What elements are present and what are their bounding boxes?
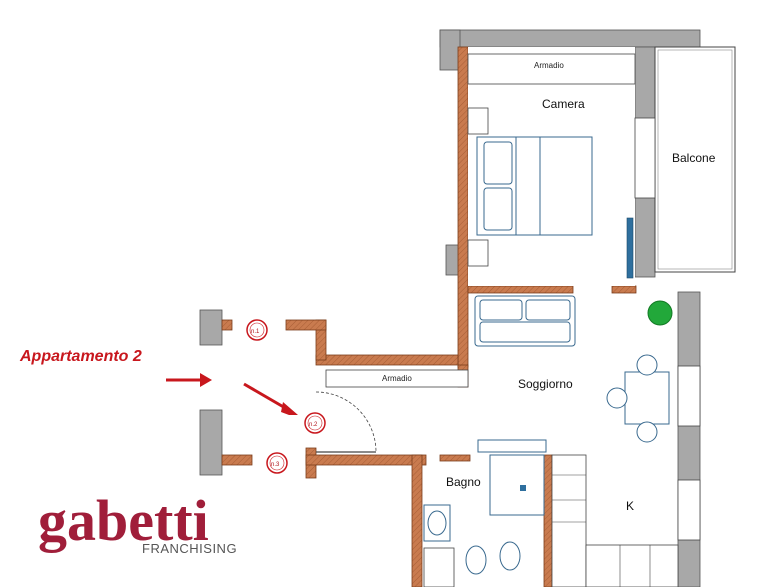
bed bbox=[476, 136, 593, 236]
wardrobe-corridor-label: Armadio bbox=[382, 374, 412, 383]
entrance-n3: n.3 bbox=[266, 452, 288, 474]
toilet bbox=[465, 545, 487, 575]
kitchen: K bbox=[551, 454, 679, 587]
arrow-diagonal-icon bbox=[243, 382, 298, 415]
living-room: Soggiorno bbox=[474, 295, 701, 541]
plant-icon bbox=[647, 300, 673, 326]
kitchen-counter-horizontal bbox=[585, 544, 679, 587]
entrance-n3-label: n.3 bbox=[271, 462, 280, 468]
bedroom: Armadio Camera bbox=[467, 47, 656, 286]
kitchen-counter-vertical bbox=[551, 454, 587, 587]
balcone-label: Balcone bbox=[672, 151, 716, 165]
bidet bbox=[499, 541, 521, 571]
tv bbox=[626, 217, 634, 279]
wardrobe-top bbox=[467, 53, 636, 85]
balcony: Balcone bbox=[654, 46, 736, 273]
entrance-markers: n.1 n.2 n.3 bbox=[246, 319, 326, 474]
logo-subtitle: FRANCHISING bbox=[142, 541, 237, 556]
wardrobe-corridor bbox=[325, 369, 469, 388]
arrow-right-icon bbox=[166, 373, 212, 387]
camera-label: Camera bbox=[542, 97, 585, 111]
dining-table bbox=[606, 354, 670, 443]
soggiorno-label: Soggiorno bbox=[518, 377, 573, 391]
wardrobe-top-label: Armadio bbox=[534, 61, 564, 70]
nightstand-bottom bbox=[467, 239, 489, 267]
shower bbox=[489, 454, 545, 516]
annotation: Appartamento 2 bbox=[19, 348, 298, 415]
kitchen-label: K bbox=[626, 499, 634, 513]
bagno-label: Bagno bbox=[446, 475, 481, 489]
shower-screen bbox=[477, 439, 547, 453]
interior-walls bbox=[221, 46, 637, 587]
entrance-n2: n.2 bbox=[304, 412, 326, 434]
apartment-title: Appartamento 2 bbox=[19, 348, 142, 365]
corridor: Armadio bbox=[315, 369, 469, 453]
logo-name: gabetti bbox=[38, 488, 209, 553]
gabetti-logo: gabetti FRANCHISING bbox=[38, 488, 237, 556]
bathroom: Bagno bbox=[423, 439, 547, 587]
nightstand-top bbox=[467, 107, 489, 135]
entrance-n1-label: n.1 bbox=[251, 329, 260, 335]
sofa bbox=[474, 295, 576, 347]
entrance-n2-label: n.2 bbox=[309, 422, 318, 428]
entrance-n1: n.1 bbox=[246, 319, 268, 341]
door-swing bbox=[315, 391, 377, 453]
